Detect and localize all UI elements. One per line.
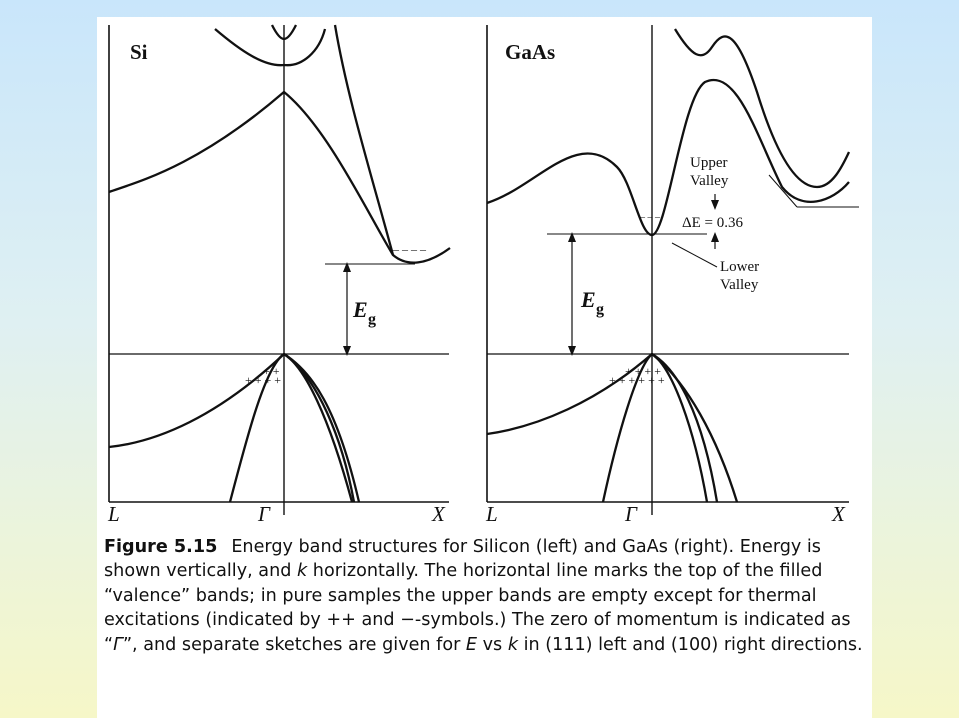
caption-e: E [465, 634, 478, 655]
si-conduction-band-lower [108, 90, 451, 264]
gaas-label-x: X [831, 502, 846, 526]
si-holes-row2: + + + + [245, 373, 281, 387]
caption-part-2: horizontally. The horizontal line marks … [104, 561, 851, 655]
si-electrons: – – – – [392, 242, 427, 256]
si-label-x: X [431, 502, 446, 526]
caption-part-4: vs [477, 634, 508, 655]
si-label-gamma: Γ [257, 502, 271, 526]
gaas-upper-valley-leader [768, 174, 798, 208]
gaas-holes-row2: + + + + + + [609, 373, 665, 387]
gaas-conduction-band-lower [486, 78, 850, 237]
si-conduction-band-top [270, 24, 298, 41]
gaas-gap-subscript: g [596, 301, 604, 318]
gaas-labels: GaAs L Γ X E g Upper Valley ΔE = 0.36 Lo… [485, 40, 846, 526]
gaas-upper-valley-line2: Valley [690, 173, 729, 189]
si-gap-label: E [352, 297, 368, 322]
gaas-lower-valley-leader [671, 242, 718, 268]
si-labels: Si L Γ X E g + + + + + + – – – – [107, 40, 446, 526]
gaas-label-l: L [485, 502, 498, 526]
caption-k-2: k [507, 634, 519, 655]
gaas-lower-valley-line2: Valley [720, 277, 759, 293]
gaas-conduction-band-upper [674, 28, 851, 189]
si-label-l: L [107, 502, 120, 526]
gaas-label-gamma: Γ [624, 502, 638, 526]
gaas-lower-valley-line1: Lower [720, 259, 759, 275]
caption-part-3: ”, and separate sketches are given for [122, 634, 466, 655]
si-conduction-band-upper [214, 28, 327, 67]
si-holes-row1: + + [263, 364, 280, 378]
gaas-valence-band-outer [651, 353, 719, 503]
gaas-electrons: – – – [639, 212, 661, 223]
gaas-title: GaAs [505, 40, 555, 64]
caption-part-5: in (111) left and (100) right directions… [518, 634, 863, 655]
caption-part-1: Energy band structures for Silicon (left… [104, 537, 821, 582]
gaas-panel [486, 25, 859, 515]
band-structure-diagram: Si L Γ X E g + + + + + + – – – – [107, 24, 859, 526]
si-valence-band-outer [283, 353, 356, 503]
caption-gamma: Γ [113, 634, 123, 655]
gaas-holes-row1: + + + + [625, 364, 661, 378]
si-gap-subscript: g [368, 311, 376, 328]
silicon-panel [108, 24, 451, 515]
figure-card: Si L Γ X E g + + + + + + – – – – [97, 17, 872, 718]
caption-k-1: k [297, 561, 308, 582]
si-conduction-band-right [333, 24, 395, 256]
gaas-upper-valley-line1: Upper [690, 155, 728, 171]
si-title: Si [130, 40, 148, 64]
figure-label: Figure 5.15 [104, 537, 218, 557]
si-valence-band-light [108, 352, 361, 503]
gaas-delta-e: ΔE = 0.36 [682, 215, 744, 231]
gaas-gap-label: E [580, 287, 596, 312]
